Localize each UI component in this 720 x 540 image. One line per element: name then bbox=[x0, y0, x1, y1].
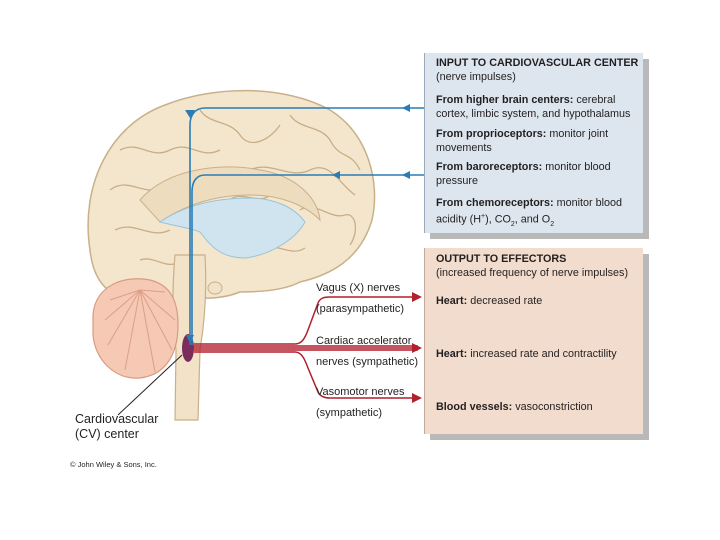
subscript: 2 bbox=[510, 220, 515, 228]
arrow-head bbox=[402, 104, 410, 112]
output-item-blood-vessels: Blood vessels: vasoconstriction bbox=[436, 400, 646, 414]
nerve-label-line: (sympathetic) bbox=[316, 407, 383, 419]
input-item-label: From higher brain centers: bbox=[436, 94, 574, 106]
arrow-head bbox=[402, 171, 410, 179]
input-item-chemoreceptors: From chemoreceptors: monitor blood acidi… bbox=[436, 196, 646, 232]
output-title: OUTPUT TO EFFECTORS (increased frequency… bbox=[436, 252, 646, 280]
arrow-head bbox=[412, 343, 422, 353]
nerve-label-line: nerves (sympathetic) bbox=[316, 356, 419, 368]
output-item-text: vasoconstriction bbox=[515, 401, 593, 413]
output-item-label: Heart: bbox=[436, 348, 468, 360]
arrow-head bbox=[186, 335, 194, 343]
nerve-label-vagus: Vagus (X) nerves (parasympathetic) bbox=[316, 281, 404, 316]
arrow-head bbox=[332, 171, 340, 179]
output-item-heart-increase: Heart: increased rate and contractility bbox=[436, 347, 646, 361]
arrow-head bbox=[412, 393, 422, 403]
input-item-label: From baroreceptors: bbox=[436, 161, 543, 173]
arrow-head bbox=[185, 110, 195, 118]
input-item-text: cerebral cortex, limbic system, and hypo… bbox=[436, 94, 631, 121]
output-item-label: Blood vessels: bbox=[436, 401, 513, 413]
cv-center-label-line: Cardiovascular bbox=[75, 412, 159, 426]
pituitary bbox=[207, 281, 223, 295]
input-title-bold: INPUT TO CARDIOVASCULAR CENTER bbox=[436, 57, 639, 69]
nerve-label-line: (parasympathetic) bbox=[316, 303, 405, 315]
copyright: © John Wiley & Sons, Inc. bbox=[70, 460, 157, 469]
input-item-proprioceptors: From proprioceptors: monitor joint movem… bbox=[436, 127, 646, 155]
cv-center-pointer bbox=[117, 354, 183, 416]
output-box bbox=[424, 248, 643, 434]
ventricle bbox=[158, 197, 306, 259]
input-arrows bbox=[189, 107, 423, 345]
cv-center-label: Cardiovascular (CV) center bbox=[75, 412, 158, 442]
output-item-text: increased rate and contractility bbox=[470, 348, 617, 360]
input-title-rest: (nerve impulses) bbox=[436, 71, 516, 84]
input-item-text: monitor blood pressure bbox=[436, 161, 611, 188]
input-item-text: monitor blood acidity (H bbox=[436, 197, 623, 226]
cerebellum bbox=[92, 278, 179, 379]
corpus-callosum bbox=[139, 166, 321, 223]
input-item-text: monitor joint movements bbox=[436, 128, 609, 155]
output-item-label: Heart: bbox=[436, 295, 468, 307]
superscript: + bbox=[481, 213, 486, 221]
nerve-label-vasomotor: Vasomotor nerves (sympathetic) bbox=[316, 385, 404, 420]
output-title-rest: (increased frequency of nerve impulses) bbox=[436, 267, 629, 280]
output-item-heart-decrease: Heart: decreased rate bbox=[436, 294, 646, 308]
arrow-head bbox=[412, 292, 422, 302]
output-arrows bbox=[194, 296, 418, 399]
input-item-higher-brain: From higher brain centers: cerebral cort… bbox=[436, 93, 646, 121]
nerve-label-line: Vasomotor nerves bbox=[316, 386, 405, 398]
cv-center-label-line: (CV) center bbox=[75, 427, 139, 441]
input-box bbox=[424, 53, 643, 233]
output-title-bold: OUTPUT TO EFFECTORS bbox=[436, 253, 567, 265]
input-item-baroreceptors: From baroreceptors: monitor blood pressu… bbox=[436, 160, 646, 188]
nerve-label-line: Vagus (X) nerves bbox=[316, 282, 401, 294]
output-item-text: decreased rate bbox=[470, 295, 543, 307]
input-title: INPUT TO CARDIOVASCULAR CENTER (nerve im… bbox=[436, 56, 646, 84]
nerve-label-cardiac-accelerator: Cardiac accelerator nerves (sympathetic) bbox=[316, 334, 418, 369]
input-item-text: , and O bbox=[514, 213, 551, 226]
input-item-label: From proprioceptors: bbox=[436, 128, 547, 140]
input-item-text: ), CO bbox=[485, 213, 511, 226]
subscript: 2 bbox=[550, 220, 555, 228]
cerebellum-folia bbox=[104, 289, 176, 373]
nerve-label-line: Cardiac accelerator bbox=[316, 335, 412, 347]
input-item-label: From chemoreceptors: bbox=[436, 197, 554, 209]
